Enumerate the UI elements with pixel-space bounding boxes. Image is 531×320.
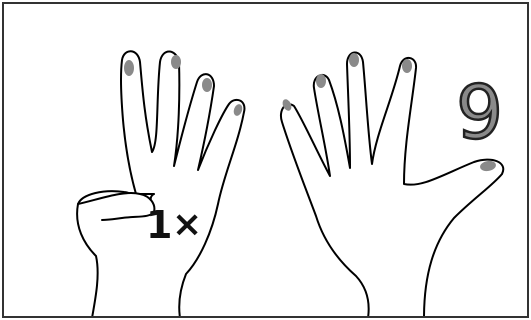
left-thumb-folded [77, 192, 156, 221]
right-nail-ring [316, 74, 326, 88]
left-nail-pinky [233, 104, 243, 116]
left-hand-outline [76, 50, 246, 316]
right-nail-pinky [282, 99, 292, 111]
left-nail-middle [171, 55, 181, 69]
right-hand [280, 51, 505, 316]
right-nail-thumb [480, 160, 496, 172]
hands-illustration: 1 × 9 [76, 50, 505, 316]
right-nail-index [402, 59, 412, 73]
left-nail-ring [202, 78, 212, 92]
left-hand [76, 50, 246, 316]
right-nail-middle [349, 53, 359, 67]
right-hand-outline [280, 51, 505, 316]
multiply-sign: × [172, 204, 202, 245]
left-nail-index [124, 60, 134, 76]
folded-finger-number: 1 [146, 203, 172, 247]
answer-number: 9 [456, 70, 503, 156]
